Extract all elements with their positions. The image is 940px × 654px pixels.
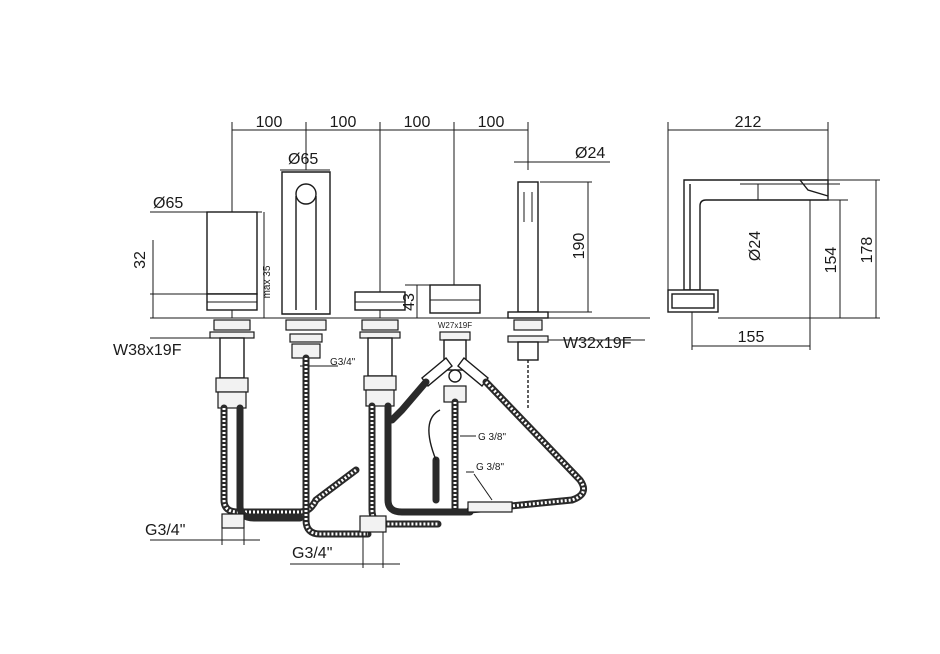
diverter: 43 W27x19F xyxy=(401,284,489,403)
height-32-label: 32 xyxy=(132,251,149,269)
spacing-dimensions: 100 100 100 100 xyxy=(231,114,529,318)
handshower-diameter-label: Ø24 xyxy=(575,145,605,162)
spout: Ø65 max 35 G3/4" xyxy=(262,151,356,368)
inlet-center-thread-label: G3/4" xyxy=(292,545,332,562)
spout-thread-label: G3/4" xyxy=(330,357,356,368)
side-178-label: 178 xyxy=(859,237,876,264)
spacing-label-3: 100 xyxy=(404,114,431,131)
thread-w38-label: W38x19F xyxy=(113,342,182,359)
side-155-label: 155 xyxy=(738,329,765,346)
hand-shower: Ø24 190 W32x19F xyxy=(507,145,645,410)
middle-mixer xyxy=(354,291,406,407)
spacing-label-1: 100 xyxy=(256,114,283,131)
side-view: 212 Ø24 154 178 155 xyxy=(667,114,880,350)
inlet-left: G3/4" xyxy=(145,513,260,545)
height-43-label: 43 xyxy=(401,293,418,311)
height-190-label: 190 xyxy=(571,233,588,260)
side-width-label: 212 xyxy=(735,114,762,131)
left-diameter-label: Ø65 xyxy=(153,195,183,212)
hoses xyxy=(220,354,588,538)
inlet-left-thread-label: G3/4" xyxy=(145,522,185,539)
left-mixer: Ø65 32 W38x19F xyxy=(113,195,262,409)
max35-label: max 35 xyxy=(262,265,273,298)
side-diameter-label: Ø24 xyxy=(747,231,764,261)
g38-callouts: G 3/8" G 3/8" xyxy=(460,432,513,513)
spacing-label-4: 100 xyxy=(478,114,505,131)
g38-label-a: G 3/8" xyxy=(478,432,506,443)
g38-label-b: G 3/8" xyxy=(476,462,504,473)
thread-w27-label: W27x19F xyxy=(438,321,472,330)
inlet-center: G3/4" xyxy=(290,515,400,568)
side-154-label: 154 xyxy=(823,247,840,274)
thread-w32-label: W32x19F xyxy=(563,335,632,352)
spout-diameter-label: Ø65 xyxy=(288,151,318,168)
spacing-label-2: 100 xyxy=(330,114,357,131)
